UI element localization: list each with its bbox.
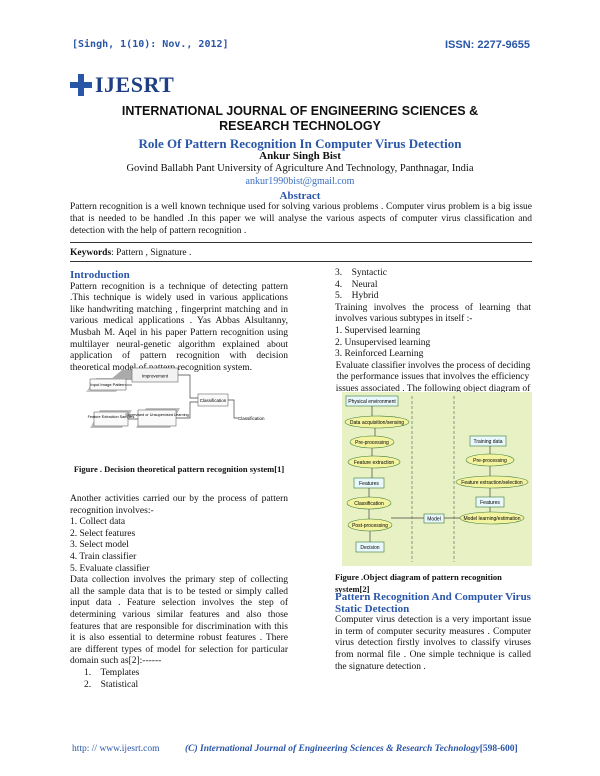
list-item: 4. Train classifier [70, 551, 137, 562]
footer-copyright-text: (C) International Journal of Engineering… [185, 744, 480, 754]
list-item: 3. Reinforced Learning [335, 349, 424, 360]
activities-paragraph: Another activities carried our by the pr… [70, 494, 288, 516]
plus-logo-icon [70, 74, 92, 96]
training-paragraph: Training involves the process of learnin… [335, 302, 531, 325]
object-diagram-figure: Physical environment Data acquisition/se… [342, 392, 532, 566]
fig1-label: Classification [238, 416, 265, 421]
author-email[interactable]: ankur1990bist@gmail.com [245, 176, 355, 187]
fig2-label: Training data [474, 439, 503, 445]
keywords: Keywords: Pattern , Signature . [70, 248, 191, 258]
virus-detection-heading: Pattern Recognition And Computer Virus S… [335, 591, 531, 615]
fig2-label: Model [427, 517, 441, 523]
figure1-caption: Figure . Decision theoretical pattern re… [73, 464, 285, 474]
keywords-label: Keywords [70, 248, 112, 258]
fig2-label: Pre-processing [355, 440, 389, 446]
fig2-label: Features [480, 500, 500, 506]
divider [70, 261, 532, 262]
journal-logo: IJESRT [70, 72, 174, 98]
fig2-label: Decision [360, 545, 379, 551]
data-collection-paragraph: Data collection involves the primary ste… [70, 575, 288, 667]
decision-model-figure: Improvement Input Image Pattern Classifi… [86, 367, 265, 428]
fig1-box [89, 378, 127, 391]
paper-title: Role Of Pattern Recognition In Computer … [138, 136, 462, 151]
list-item: 2. Select features [70, 528, 136, 539]
figure2-caption: Figure .Object diagram of pattern recogn… [335, 572, 502, 594]
fig1-label: Improvement [142, 374, 169, 379]
virus-detection-paragraph: Computer virus detection is a very impor… [335, 615, 531, 672]
journal-name: INTERNATIONAL JOURNAL OF ENGINEERING SCI… [121, 104, 479, 133]
steps-list: 1. Collect data 2. Select features 3. Se… [70, 517, 288, 575]
divider [70, 242, 532, 243]
list-item: 2. Statistical [84, 679, 139, 690]
fig1-label: Feature Extraction Samples [88, 415, 135, 419]
intro-section: Introduction Pattern recognition is a te… [70, 269, 288, 374]
list-item: 1. Supervised learning [335, 325, 421, 336]
keywords-text: : Pattern , Signature . [111, 248, 192, 258]
fig2-label: Model learning/estimation [464, 516, 521, 522]
fig2-label: Features [359, 481, 379, 487]
intro-paragraph: Pattern recognition is a technique of de… [70, 281, 288, 373]
list-item: 5. Evaluate classifier [70, 563, 150, 574]
abstract-heading: Abstract [279, 190, 321, 202]
fig2-label: Physical environment [348, 399, 396, 405]
virus-detection-section: Pattern Recognition And Computer Virus S… [335, 591, 531, 673]
fig1-connectors [126, 374, 238, 420]
intro-continued: Another activities carried our by the pr… [70, 494, 288, 691]
issn-header: ISSN: 2277-9655 [445, 39, 530, 51]
fig2-label: Feature extraction [354, 460, 395, 466]
fig1-label: Input Image Pattern [90, 382, 125, 387]
list-item: 1. Collect data [70, 517, 126, 528]
abstract-text: Pattern recognition is a well known tech… [70, 202, 532, 236]
intro-heading: Introduction [70, 269, 130, 281]
fig2-label: Post-processing [352, 523, 388, 529]
citation-header: [Singh, 1(10): Nov., 2012] [72, 39, 229, 50]
models-list-right: 3. Syntactic 4. Neural 5. Hybrid [335, 268, 531, 303]
logo-text: IJESRT [95, 72, 175, 97]
list-item: 5. Hybrid [335, 291, 379, 302]
author-affiliation: Govind Ballabh Pant University of Agricu… [126, 163, 474, 174]
models-list-left: 1. Templates 2. Statistical [70, 668, 288, 691]
list-item: 3. Syntactic [335, 268, 387, 278]
author-name: Ankur Singh Bist [259, 150, 341, 162]
fig2-label: Data acquisition/sensing [350, 420, 404, 426]
training-list: 1. Supervised learning 2. Unsupervised l… [335, 326, 531, 361]
fig2-label: Pre-processing [473, 458, 507, 464]
list-item: 3. Select model [70, 540, 129, 551]
list-item: 2. Unsupervised learning [335, 337, 431, 348]
list-item: 4. Neural [335, 279, 378, 290]
list-item: 1. Templates [84, 667, 140, 678]
footer-pages: [598-600] [479, 744, 518, 754]
fig1-label: Supervised or Unsupervised Learning [125, 413, 189, 417]
footer-copyright: (C) International Journal of Engineering… [185, 744, 518, 754]
fig2-label: Classification [354, 501, 384, 507]
footer-url[interactable]: http: // www.ijesrt.com [72, 744, 160, 754]
fig1-label: Classification [200, 398, 227, 403]
fig2-label: Feature extraction/selection [461, 480, 523, 486]
